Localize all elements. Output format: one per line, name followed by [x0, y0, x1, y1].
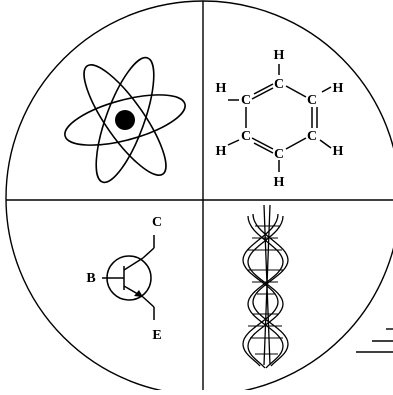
benzene-ring-icon: H C H C C H H C C H C H — [216, 48, 344, 190]
dna-strands — [242, 204, 289, 369]
benzene-h-bottom: H — [274, 175, 285, 190]
atom-orbit-diagonal-right — [83, 64, 167, 176]
benzene-c-bottom: C — [274, 147, 284, 162]
benzene-c-top-left: C — [241, 93, 251, 108]
emitter-label: E — [152, 328, 161, 343]
benzene-c-top: C — [274, 77, 284, 92]
benzene-h-bottom-left: H — [216, 144, 227, 159]
benzene-h-bottom-right: H — [333, 144, 344, 159]
benzene-h-top-right: H — [333, 81, 344, 96]
benzene-h-top-left: H — [216, 81, 227, 96]
benzene-c-bottom-right: C — [307, 129, 317, 144]
dna-double-helix-icon — [242, 204, 289, 369]
benzene-c-top-right: C — [307, 93, 317, 108]
benzene-c-bottom-left: C — [241, 129, 251, 144]
dna-base-pairs — [247, 225, 283, 355]
base-label: B — [86, 271, 95, 286]
outer-circle — [5, 0, 393, 395]
transistor-leads — [102, 235, 155, 320]
benzene-bonds — [227, 64, 332, 172]
collector-label: C — [152, 215, 162, 230]
atom-nucleus — [115, 110, 135, 130]
atom-orbit-horizontal — [64, 94, 186, 146]
atom-orbit-diagonal-left — [95, 56, 155, 184]
edge-marks — [356, 328, 393, 353]
transistor-symbol-icon: C B E — [86, 215, 162, 343]
atom-icon — [64, 56, 186, 184]
benzene-h-top: H — [274, 48, 285, 63]
emitter-arrow — [134, 290, 143, 297]
